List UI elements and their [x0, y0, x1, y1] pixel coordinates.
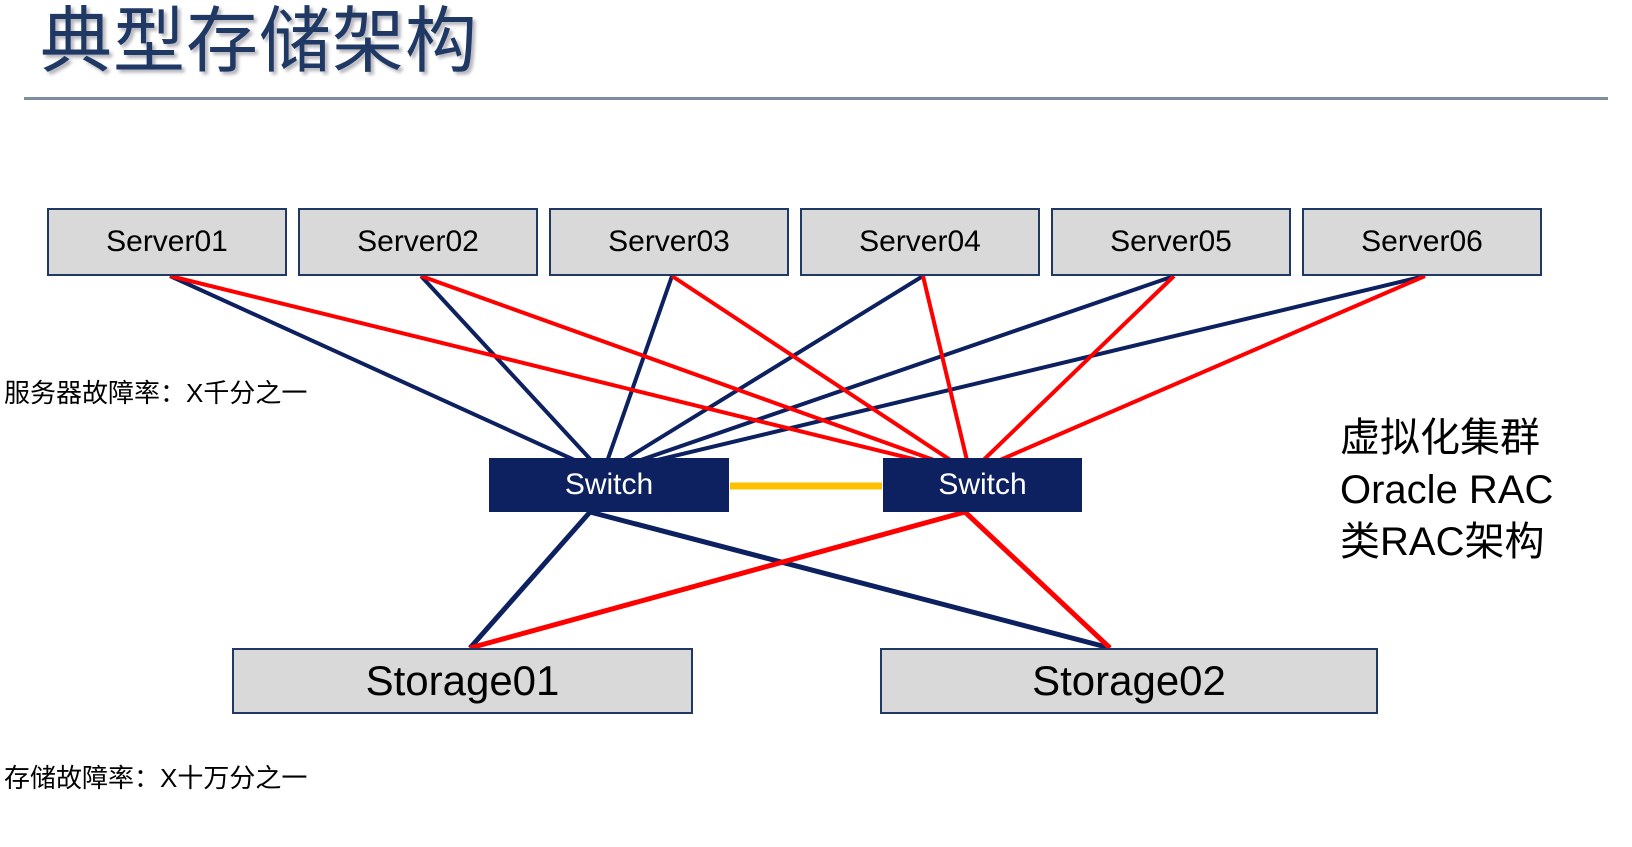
switch-node-label: Switch	[938, 468, 1027, 501]
server-node-4[interactable]: Server04	[800, 208, 1040, 276]
link-server2-switch1	[419, 274, 605, 475]
link-server6-switch1	[602, 274, 1426, 475]
link-switch1-storage2	[589, 509, 1111, 651]
server-node-1[interactable]: Server01	[47, 208, 287, 276]
server-node-3[interactable]: Server03	[549, 208, 789, 276]
storage-node-2[interactable]: Storage02	[880, 648, 1378, 714]
server-node-label: Server05	[1110, 225, 1232, 258]
server-to-switch2-links	[169, 274, 1426, 475]
link-server6-switch2	[969, 274, 1426, 475]
server-node-label: Server04	[859, 225, 981, 258]
link-server4-switch1	[601, 274, 925, 475]
callout-cluster-types: 虚拟化集群 Oracle RAC 类RAC架构	[1340, 412, 1553, 568]
link-switch2-storage1	[469, 509, 966, 651]
callout-line-2: Oracle RAC	[1340, 468, 1554, 512]
callout-line-3: 类RAC架构	[1340, 520, 1545, 564]
storage-node-label: Storage02	[1032, 657, 1226, 704]
switch-node-label: Switch	[564, 468, 654, 501]
server-node-2[interactable]: Server02	[298, 208, 538, 276]
switch2-to-storage-links	[469, 509, 1112, 651]
link-switch1-storage1	[468, 510, 592, 650]
server-node-6[interactable]: Server06	[1302, 208, 1542, 276]
link-server1-switch1	[169, 274, 604, 475]
link-server4-switch2	[921, 275, 972, 474]
server-node-label: Server01	[106, 225, 228, 258]
page-title: 典型存储架构	[40, 2, 479, 82]
switch1-to-storage-links	[468, 509, 1111, 651]
title-divider	[24, 97, 1608, 100]
server-node-label: Server06	[1361, 225, 1483, 258]
callout-line-1: 虚拟化集群	[1340, 416, 1540, 460]
link-switch2-storage2	[963, 510, 1112, 650]
link-server3-switch1	[601, 275, 674, 474]
switch-node-2[interactable]: Switch	[883, 458, 1082, 512]
link-server5-switch2	[968, 274, 1176, 475]
link-server1-switch2	[169, 274, 971, 475]
link-server3-switch2	[670, 274, 972, 475]
note-server-failure-rate: 服务器故障率：X千分之一	[4, 378, 308, 408]
server-to-switch1-links	[169, 274, 1426, 475]
storage-node-label: Storage01	[365, 657, 560, 704]
link-server5-switch1	[602, 274, 1175, 475]
note-storage-failure-rate: 存储故障率：X十万分之一	[4, 763, 308, 793]
switch-node-1[interactable]: Switch	[489, 458, 729, 512]
server-node-label: Server03	[608, 225, 730, 258]
server-node-label: Server02	[357, 225, 479, 258]
server-node-5[interactable]: Server05	[1051, 208, 1291, 276]
storage-node-1[interactable]: Storage01	[232, 648, 693, 714]
link-server2-switch2	[420, 274, 971, 475]
